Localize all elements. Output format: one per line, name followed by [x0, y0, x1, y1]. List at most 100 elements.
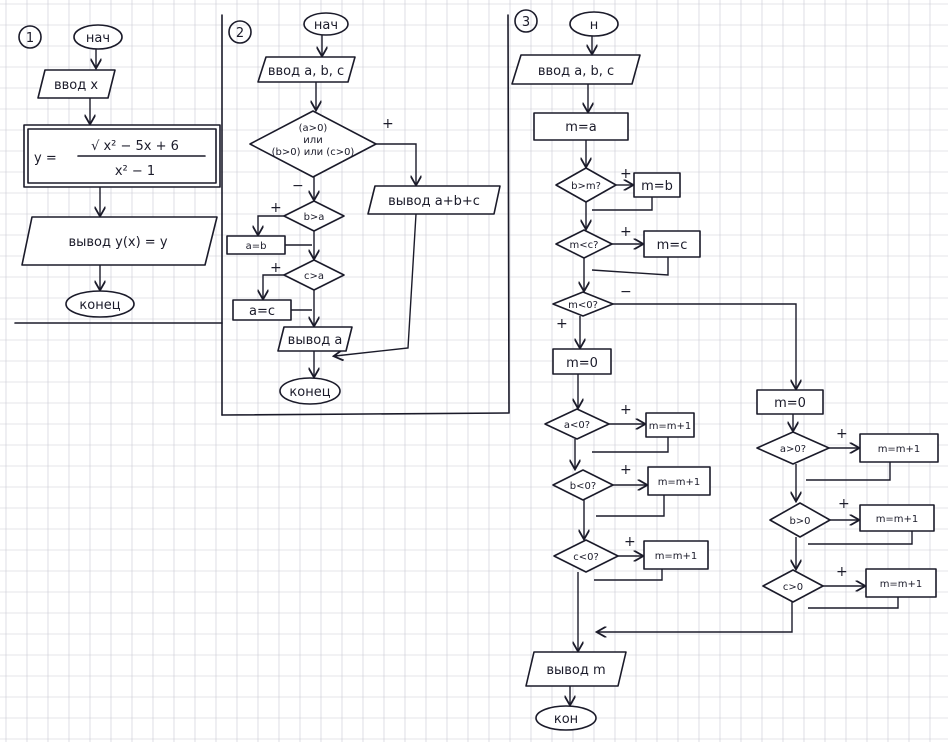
flow3-right-inc-a: m=m+1 — [859, 433, 939, 463]
section-number-3: 3 — [514, 9, 538, 33]
svg-text:вывод a: вывод a — [288, 333, 343, 348]
svg-text:ввод a, b, c: ввод a, b, c — [268, 64, 344, 79]
flow3-assign-m-c: m=c — [643, 230, 701, 258]
flow1-input: ввод x — [37, 69, 116, 99]
flowchart-3: 3 н ввод a, b, c m=a b>m? + m=b — [511, 9, 939, 731]
svg-text:m=m+1: m=m+1 — [649, 421, 692, 432]
svg-text:m=c: m=c — [657, 238, 688, 253]
svg-text:н: н — [590, 18, 599, 33]
svg-text:(a>0): (a>0) — [299, 123, 328, 134]
flow2-yes-mark: + — [382, 116, 394, 132]
svg-text:b>0: b>0 — [789, 516, 810, 527]
flow3-assign-m-b: m=b — [633, 172, 681, 198]
flow3-right-assign-zero: m=0 — [756, 389, 824, 415]
svg-text:конец: конец — [289, 385, 330, 400]
svg-text:c>0: c>0 — [783, 582, 803, 593]
svg-text:a=b: a=b — [246, 241, 267, 252]
section-dividers — [14, 14, 510, 416]
svg-text:a=c: a=c — [249, 304, 275, 319]
flow3-no-mark-neg: − — [620, 284, 632, 300]
svg-text:m=m+1: m=m+1 — [880, 579, 923, 590]
flow3-left-cond-c: c<0? — [553, 539, 619, 573]
svg-text:a<0?: a<0? — [564, 420, 590, 431]
svg-text:m=m+1: m=m+1 — [658, 477, 701, 488]
svg-text:ввод a, b, c: ввод a, b, c — [538, 64, 614, 79]
svg-text:c<0?: c<0? — [573, 552, 599, 563]
section-number-1: 1 — [18, 25, 42, 49]
flow3-left-inc-c: m=m+1 — [643, 540, 709, 570]
svg-text:m<c?: m<c? — [570, 240, 599, 251]
svg-text:c>a: c>a — [304, 271, 324, 282]
flow1-formula: y = √ x² − 5x + 6 x² − 1 — [23, 124, 221, 188]
flow2-cond-c: c>a — [283, 259, 345, 291]
svg-text:m=b: m=b — [641, 179, 673, 194]
flow1-start: нач — [73, 24, 123, 50]
svg-text:m=a: m=a — [565, 120, 597, 135]
svg-text:b>a: b>a — [304, 212, 325, 223]
flow3-yes-mark-ra: + — [836, 426, 848, 442]
flow1-output: вывод y(x) = y — [21, 216, 218, 266]
svg-text:m=0: m=0 — [566, 356, 598, 371]
flow3-left-assign-zero: m=0 — [552, 348, 612, 375]
svg-text:(b>0) или (c>0): (b>0) или (c>0) — [272, 147, 355, 158]
flow2-start: нач — [303, 12, 349, 36]
svg-text:m=0: m=0 — [774, 396, 806, 411]
flowchart-1: 1 нач ввод x y = √ x² − 5x + 6 x² − 1 вы… — [18, 24, 221, 318]
svg-text:вывод m: вывод m — [546, 663, 605, 678]
svg-text:кон: кон — [554, 712, 578, 727]
flow3-input: ввод a, b, c — [511, 54, 641, 85]
svg-text:√ x² − 5x + 6: √ x² − 5x + 6 — [91, 139, 179, 154]
svg-text:нач: нач — [86, 31, 110, 46]
svg-text:1: 1 — [26, 31, 34, 46]
svg-text:m<0?: m<0? — [568, 300, 598, 311]
svg-text:a>0?: a>0? — [780, 444, 806, 455]
flow2-cond-b: b>a — [283, 200, 345, 232]
svg-text:m=m+1: m=m+1 — [878, 444, 921, 455]
flow3-left-inc-b: m=m+1 — [647, 466, 711, 496]
svg-text:конец: конец — [79, 298, 120, 313]
svg-text:x² − 1: x² − 1 — [115, 164, 155, 179]
flow3-left-cond-a: a<0? — [544, 408, 610, 440]
flow3-left-cond-b: b<0? — [552, 469, 614, 501]
flow1-end: конец — [65, 290, 135, 318]
flow3-output: вывод m — [525, 651, 627, 687]
flow3-cond-neg: m<0? — [552, 291, 614, 317]
flow3-cond-b: b>m? — [555, 167, 617, 203]
flow3-right-cond-a: a>0? — [756, 431, 830, 465]
flow3-cond-c: m<c? — [555, 229, 613, 259]
section-number-2: 2 — [228, 20, 252, 44]
flow3-right-inc-c: m=m+1 — [865, 568, 937, 598]
svg-text:нач: нач — [314, 18, 338, 33]
svg-text:y =: y = — [34, 151, 57, 166]
flow3-right-inc-b: m=m+1 — [859, 504, 935, 532]
svg-text:вывод y(x) = y: вывод y(x) = y — [68, 235, 167, 250]
svg-text:m=m+1: m=m+1 — [655, 551, 698, 562]
flow3-yes-mark-c: + — [620, 224, 632, 240]
flow3-assign-m-a: m=a — [533, 112, 629, 141]
flow2-cond-main: (a>0) или (b>0) или (c>0) — [249, 110, 377, 178]
flow3-right-cond-b: b>0 — [769, 502, 831, 538]
svg-text:ввод x: ввод x — [54, 78, 98, 93]
svg-text:3: 3 — [522, 15, 530, 30]
flow3-yes-mark-rb: + — [838, 496, 850, 512]
svg-text:b>m?: b>m? — [571, 181, 601, 192]
svg-text:вывод a+b+c: вывод a+b+c — [388, 194, 480, 209]
flow3-yes-mark-b: + — [620, 166, 632, 182]
flowchart-2: 2 нач ввод a, b, c (a>0) или (b>0) или (… — [226, 12, 501, 405]
flow2-output-a: вывод a — [277, 326, 353, 352]
flow2-input: ввод a, b, c — [257, 56, 356, 83]
flow3-yes-mark-la: + — [620, 402, 632, 418]
flow2-yes-mark-b: + — [270, 200, 282, 216]
flow2-assign-c: a=c — [232, 299, 292, 321]
flow3-left-inc-a: m=m+1 — [645, 412, 695, 438]
flow3-right-cond-c: c>0 — [762, 569, 824, 603]
svg-text:b<0?: b<0? — [570, 481, 596, 492]
svg-text:2: 2 — [236, 26, 244, 41]
flow3-end: кон — [535, 705, 597, 731]
flow2-assign-b: a=b — [226, 235, 286, 255]
flow3-yes-mark-lb: + — [620, 462, 632, 478]
flow2-no-mark-main: − — [292, 178, 304, 194]
flow3-start: н — [569, 11, 619, 37]
